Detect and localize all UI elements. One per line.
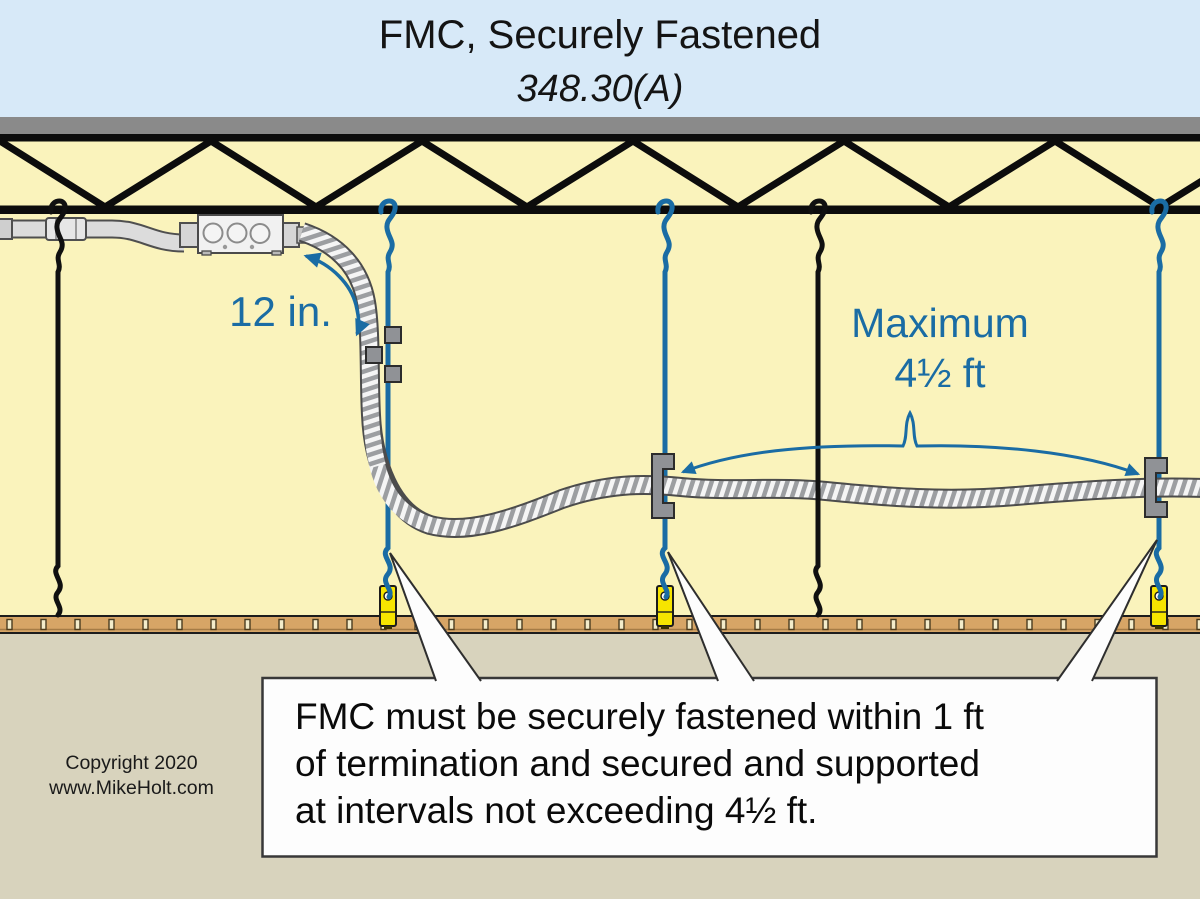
- title-banner: [0, 0, 1200, 117]
- termination-distance-label: 12 in.: [229, 288, 332, 335]
- support-interval-label-line1: Maximum: [851, 300, 1029, 346]
- code-reference: 348.30(A): [516, 68, 684, 110]
- knockout-circle: [226, 222, 248, 244]
- box-foot: [271, 250, 282, 256]
- knockout-circle: [202, 222, 224, 244]
- conduit-coupling: [45, 217, 87, 241]
- callout-pointer-1: [389, 552, 482, 682]
- callout-line-2: of termination and secured and supported: [295, 743, 980, 784]
- callout-line-1: FMC must be securely fastened within 1 f…: [295, 696, 984, 737]
- copyright-notice: Copyright 2020 www.MikeHolt.com: [34, 751, 229, 801]
- conduit-end: [0, 218, 13, 240]
- truss-top-chord: [0, 134, 1200, 142]
- callout-pointer-3: [1056, 539, 1158, 682]
- fmc-support-clip-2: [1144, 457, 1168, 518]
- truss-bottom-chord: [0, 205, 1200, 214]
- copyright-line-1: Copyright 2020: [65, 752, 198, 774]
- fmc-straps-at-termination: [365, 326, 402, 383]
- fmc-support-wire-3: [1149, 198, 1169, 600]
- page-title: FMC, Securely Fastened: [378, 13, 822, 57]
- knockout-circle: [249, 223, 271, 244]
- termination-distance-arrow: [303, 252, 370, 337]
- fmc-support-wire-2: [655, 198, 675, 600]
- ceiling-grid-track: [0, 615, 1200, 634]
- callout-pointer-2: [667, 551, 755, 682]
- wall-background: [0, 117, 1200, 617]
- truss-web-diagonals: [0, 136, 1200, 212]
- callout-text: FMC must be securely fastened within 1 f…: [295, 693, 1135, 834]
- emt-conduit: [0, 217, 185, 253]
- ceiling-tie-wire-black-1: [48, 198, 68, 618]
- fmc-support-clip-1: [651, 453, 675, 519]
- box-foot: [201, 250, 212, 256]
- callout-line-3: at intervals not exceeding 4½ ft.: [295, 790, 818, 831]
- box-left-connector: [179, 222, 199, 248]
- support-interval-label-line2: 4½ ft: [894, 350, 986, 396]
- interval-brace-arrow: [680, 409, 1141, 477]
- fmc-support-wire-1: [378, 198, 398, 600]
- copyright-line-2: www.MikeHolt.com: [49, 777, 214, 799]
- callout-box: [261, 676, 1158, 858]
- junction-box: [179, 214, 307, 256]
- roof-deck: [0, 117, 1200, 134]
- ceiling-tie-wire-black-2: [808, 198, 828, 618]
